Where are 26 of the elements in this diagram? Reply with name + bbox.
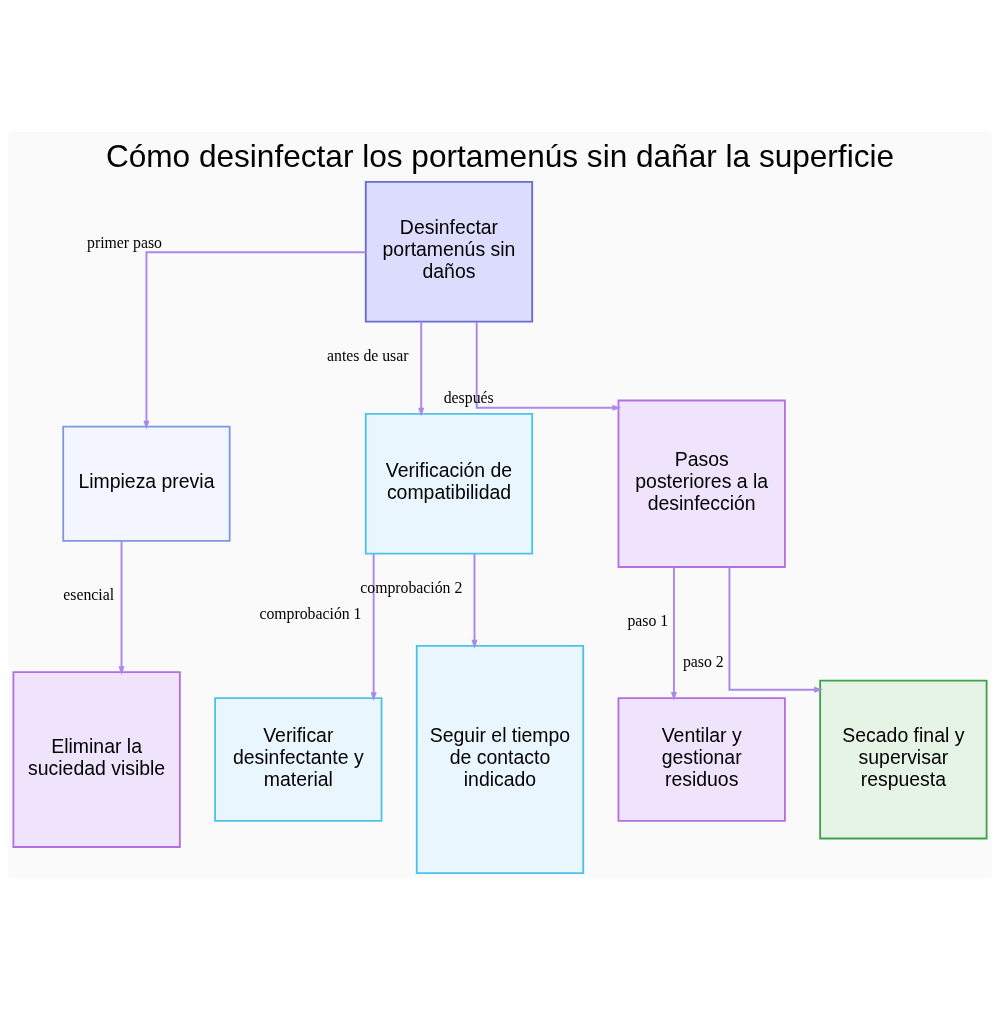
node-box: Ventilar y gestionar residuos bbox=[617, 697, 786, 822]
edge-label: esencial bbox=[63, 585, 115, 603]
edge-label: paso 2 bbox=[682, 653, 724, 671]
edge-label: comprobación 1 bbox=[259, 605, 362, 623]
node-box: Seguir el tiempo de contacto indicado bbox=[415, 645, 585, 875]
arrow bbox=[728, 566, 823, 693]
arrow bbox=[370, 552, 377, 702]
arrow bbox=[118, 539, 125, 675]
edge-label: primer paso bbox=[87, 233, 162, 251]
node-box: Verificación de compatibilidad bbox=[364, 412, 534, 555]
node-box: Secado final y supervisar respuesta bbox=[819, 679, 988, 840]
edge-label: comprobación 2 bbox=[360, 578, 463, 596]
node-box: Eliminar la suciedad visible bbox=[12, 671, 181, 848]
edge-label: paso 1 bbox=[627, 611, 669, 629]
diagram-title: Cómo desinfectar los portamenús sin dañar la superficie bbox=[105, 137, 895, 174]
arrow bbox=[670, 566, 677, 701]
node-box: Verificar desinfectante y material bbox=[214, 697, 383, 822]
edge-label: después bbox=[443, 389, 494, 407]
node-box: Desinfectar portamenús sin daños bbox=[364, 180, 534, 323]
node-box: Limpieza previa bbox=[62, 425, 231, 542]
arrow bbox=[418, 320, 425, 417]
arrow bbox=[143, 251, 367, 430]
arrow bbox=[475, 321, 622, 411]
node-box: Pasos posteriores a la desinfección bbox=[617, 399, 786, 568]
edge-label: antes de usar bbox=[327, 346, 409, 364]
arrow bbox=[471, 552, 478, 649]
